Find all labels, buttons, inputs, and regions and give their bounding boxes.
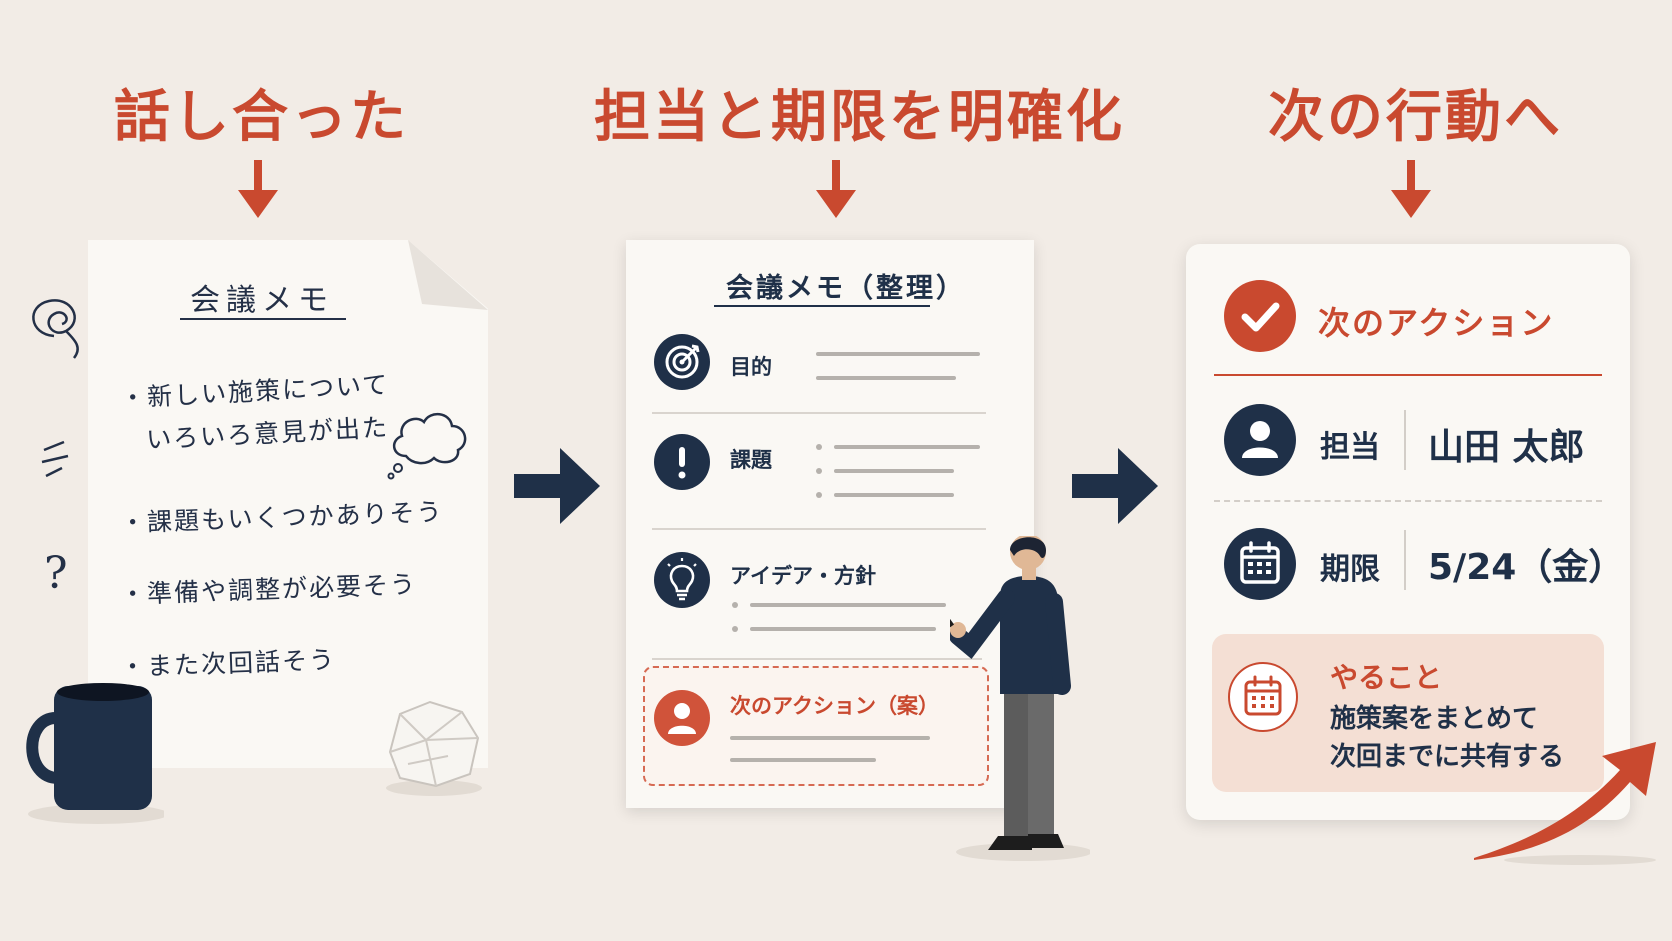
placeholder-line	[730, 736, 930, 740]
right-arrow-icon	[514, 448, 600, 524]
question-mark: ?	[44, 548, 68, 599]
thought-cloud-icon	[387, 413, 467, 480]
section-label-draft-action: 次のアクション（案）	[730, 694, 939, 718]
owner-label: 担当	[1320, 430, 1380, 465]
placeholder-line	[834, 445, 980, 449]
down-arrow-icon	[816, 160, 856, 218]
organized-memo-title: 会議メモ（整理）	[726, 273, 966, 304]
placeholder-line	[816, 352, 980, 356]
down-arrow-icon	[238, 160, 278, 218]
bullet-dot	[732, 602, 738, 608]
placeholder-line	[750, 627, 936, 631]
owner-value: 山田 太郎	[1428, 427, 1585, 468]
placeholder-line	[750, 603, 946, 607]
step2-heading: 担当と期限を明確化	[594, 85, 1125, 150]
row-separator	[1404, 410, 1406, 470]
bullet-dot	[732, 626, 738, 632]
messy-memo-paper	[88, 240, 488, 768]
exclamation-icon	[654, 434, 710, 490]
section-divider	[652, 528, 986, 530]
calendar-icon	[1228, 662, 1298, 732]
placeholder-line	[730, 758, 876, 762]
memo-title-underline	[180, 318, 346, 320]
user-icon	[1224, 404, 1296, 476]
crumpled-paper-icon	[386, 700, 482, 796]
deadline-value: 5/24（金）	[1428, 547, 1625, 588]
step3-heading: 次の行動へ	[1268, 85, 1563, 150]
right-arrow-icon	[1072, 448, 1158, 524]
organized-title-underline	[714, 305, 930, 307]
placeholder-line	[834, 493, 954, 497]
row-separator	[1404, 530, 1406, 590]
calendar-icon	[1224, 528, 1296, 600]
placeholder-line	[816, 376, 956, 380]
section-label-issues: 課題	[730, 448, 772, 472]
section-label-purpose: 目的	[730, 355, 772, 379]
bullet-dot	[816, 468, 822, 474]
target-icon	[654, 334, 710, 390]
section-divider	[652, 412, 986, 414]
check-circle-icon	[1224, 280, 1296, 352]
person-writing-illustration	[950, 536, 1090, 861]
todo-text-line: 施策案をまとめて	[1330, 704, 1539, 734]
memo-title: 会議メモ	[190, 283, 334, 318]
rising-arrow-icon	[1474, 742, 1656, 865]
row-divider	[1214, 500, 1602, 502]
lightbulb-icon	[654, 552, 710, 608]
section-label-ideas: アイデア・方針	[730, 564, 876, 588]
person-icon	[654, 690, 710, 746]
scribble-icon	[32, 299, 79, 359]
action-title-underline	[1214, 374, 1602, 376]
action-card-title: 次のアクション	[1318, 304, 1555, 342]
folded-corner	[408, 240, 488, 310]
down-arrow-icon	[1391, 160, 1431, 218]
step1-heading: 話し合った	[114, 85, 409, 150]
todo-label: やること	[1330, 661, 1443, 694]
todo-text-line: 次回までに共有する	[1330, 742, 1565, 772]
bullet-dot	[816, 492, 822, 498]
stress-marks-icon	[41, 440, 69, 478]
draft-action-box	[643, 666, 989, 786]
coffee-mug-icon	[26, 683, 164, 824]
placeholder-line	[834, 469, 954, 473]
section-divider	[652, 658, 982, 660]
deadline-label: 期限	[1320, 552, 1380, 587]
bullet-dot	[816, 444, 822, 450]
